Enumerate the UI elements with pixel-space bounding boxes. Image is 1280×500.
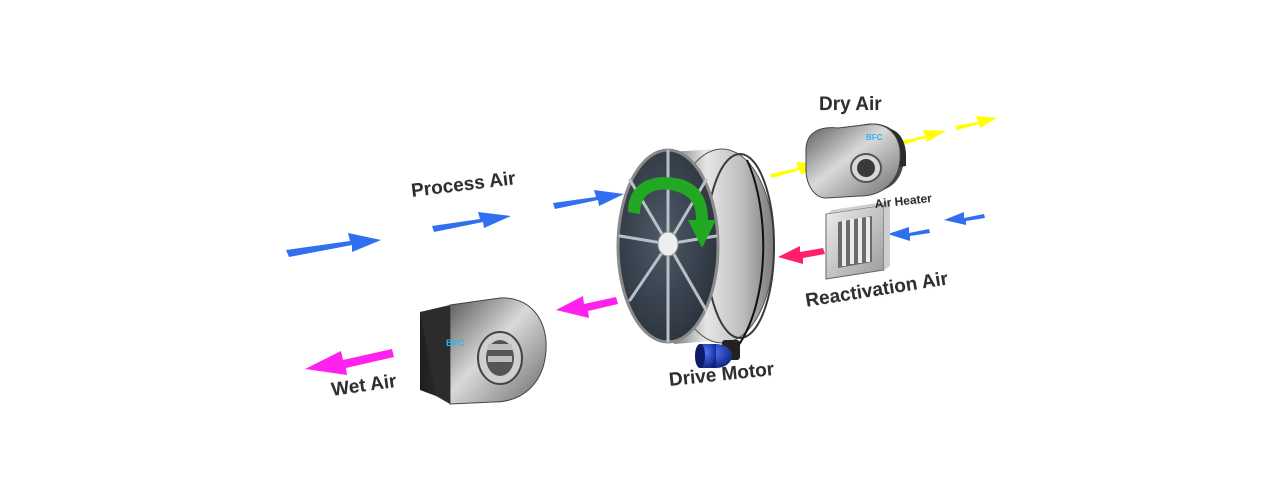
reactivation-air-arrow-1 (944, 212, 985, 225)
wet-air-arrow-1 (556, 296, 618, 318)
desiccant-wheel-icon (616, 148, 775, 347)
heated-air-arrow (778, 246, 825, 264)
process-air-arrows (286, 190, 624, 257)
reactivation-air-arrow-2 (888, 227, 930, 241)
dry-fan-brand: BFC (866, 133, 883, 142)
wet-air-arrow-2 (305, 349, 394, 375)
process-air-arrow-1 (286, 233, 381, 257)
air-heater-icon (825, 201, 890, 280)
dry-air-arrow-3 (955, 116, 997, 130)
process-air-arrow-2 (432, 212, 511, 232)
dry-air-label: Dry Air (819, 94, 882, 115)
wet-air-arrows (305, 296, 618, 375)
drive-motor-icon (695, 340, 740, 368)
dry-air-arrow-2 (900, 130, 946, 145)
process-air-arrow-3 (553, 190, 624, 209)
rotation-arrow-icon (628, 177, 716, 248)
process-fan-blower-icon: BFC (420, 297, 547, 405)
reactivation-fan-blower-icon: BFC (805, 123, 906, 199)
reactivation-air-arrows (888, 212, 985, 241)
wet-fan-brand: BFC (446, 338, 465, 348)
